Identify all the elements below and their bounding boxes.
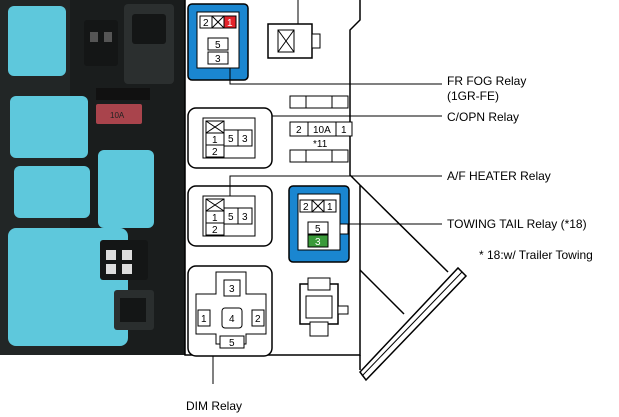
trailer-note: * 18:w/ Trailer Towing xyxy=(479,248,593,262)
fr-fog-pin-2: 2 xyxy=(203,18,209,29)
relay-block-photo: 10A xyxy=(0,0,185,355)
fr-fog-relay-label: FR FOG Relay xyxy=(447,74,527,88)
fr-fog-leader xyxy=(229,68,442,85)
dim-pin-3: 3 xyxy=(229,284,235,295)
af-heater-leader xyxy=(229,175,442,196)
c-opn-relay-label: C/OPN Relay xyxy=(447,110,520,124)
af-heater-pin-5: 5 xyxy=(228,212,234,223)
dim-pin-1: 1 xyxy=(201,314,207,325)
fuse-slot-top xyxy=(289,95,349,109)
af-heater-pin-2: 2 xyxy=(212,225,218,236)
fr-fog-pin-1: 1 xyxy=(227,18,233,29)
fuse-note: *11 xyxy=(313,139,328,150)
c-opn-pin-5: 5 xyxy=(228,134,234,145)
af-heater-relay-label: A/F HEATER Relay xyxy=(447,169,551,183)
af-heater-pin-1: 1 xyxy=(212,213,218,224)
photo-relay-2 xyxy=(10,96,88,158)
fuse-slot-bottom xyxy=(289,149,349,163)
photo-relay-4 xyxy=(98,150,154,228)
photo-fuse-text: 10A xyxy=(110,111,125,120)
fuse-pin-left: 2 xyxy=(296,125,302,136)
fr-fog-relay-note: (1GR-FE) xyxy=(447,89,499,103)
dim-pin-2: 2 xyxy=(255,314,261,325)
towing-pin-1: 1 xyxy=(327,202,333,213)
towing-pin-2: 2 xyxy=(303,202,309,213)
c-opn-pin-2: 2 xyxy=(212,147,218,158)
fr-fog-pin-3: 3 xyxy=(215,54,221,65)
towing-pin-3: 3 xyxy=(315,237,321,248)
photo-relay-5 xyxy=(8,228,128,346)
dim-relay-label: DIM Relay xyxy=(186,399,243,413)
photo-relay-1 xyxy=(8,6,66,76)
towing-tail-relay-label: TOWING TAIL Relay (*18) xyxy=(447,217,587,231)
towing-pin-5: 5 xyxy=(315,224,321,235)
fuse-pin-right: 1 xyxy=(341,125,347,136)
fuse-rating: 10A xyxy=(313,125,331,136)
c-opn-pin-3: 3 xyxy=(242,134,248,145)
c-opn-pin-1: 1 xyxy=(212,135,218,146)
dim-pin-5: 5 xyxy=(229,338,235,349)
dim-pin-4: 4 xyxy=(229,314,235,325)
fr-fog-pin-5: 5 xyxy=(215,40,221,51)
af-heater-pin-3: 3 xyxy=(242,212,248,223)
photo-relay-3 xyxy=(14,166,90,218)
